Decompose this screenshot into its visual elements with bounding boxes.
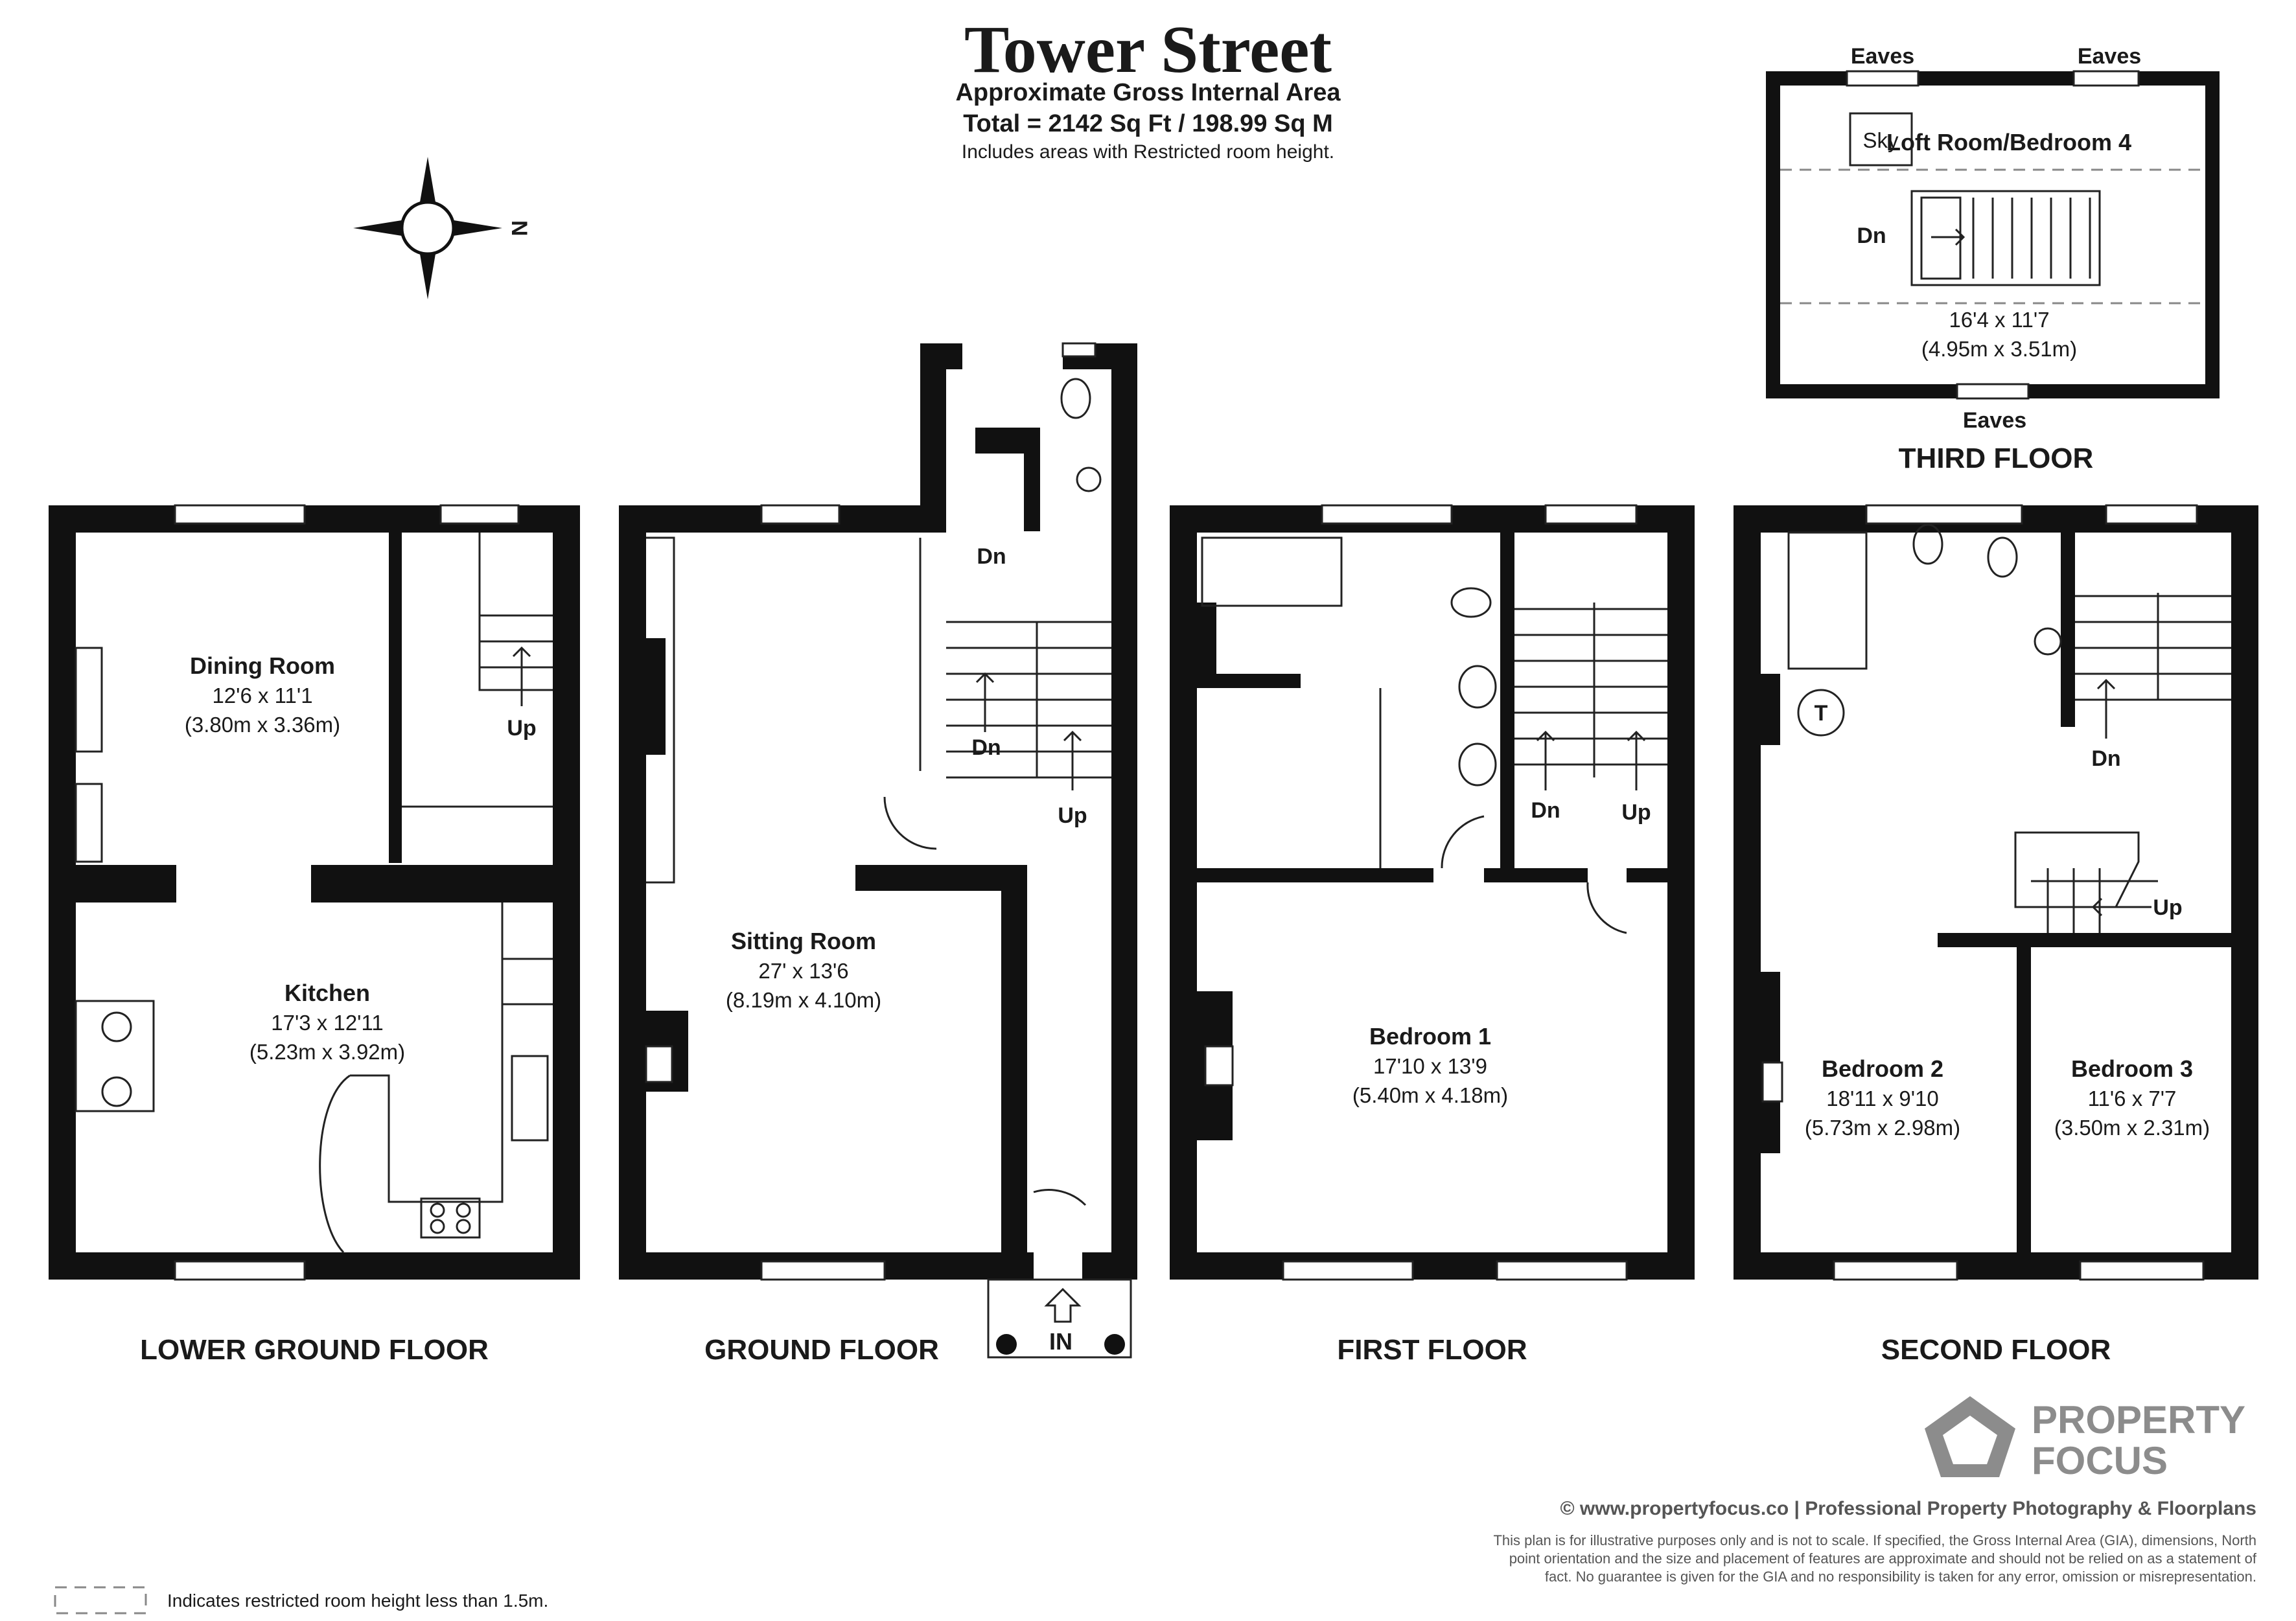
- tank-label: T: [1815, 701, 1828, 726]
- bedroom-3-name: Bedroom 3: [2071, 1055, 2193, 1082]
- dining-room-imperial: 12'6 x 11'1: [212, 684, 312, 707]
- loft-room-imperial: 16'4 x 11'7: [1949, 308, 2049, 332]
- restricted-height-legend: Indicates restricted room height less th…: [167, 1591, 548, 1611]
- third-floor-plan: Sky Loft Room/Bedroom 4 Dn 16'4 x 11'7 (…: [1766, 44, 2220, 433]
- footer-disclaimer-1: This plan is for illustrative purposes o…: [1493, 1532, 2256, 1548]
- bedroom-2-name: Bedroom 2: [1822, 1055, 1943, 1082]
- sf-stairs-up-label: Up: [2153, 895, 2182, 920]
- ff-stairs-dn-label: Dn: [1531, 798, 1560, 823]
- sitting-room-name: Sitting Room: [731, 928, 876, 954]
- gf-stairs-dn-label-top: Dn: [977, 544, 1006, 569]
- eaves-label-top-left: Eaves: [1851, 44, 1914, 69]
- compass-rose-icon: N: [353, 157, 531, 299]
- bedroom-1-name: Bedroom 1: [1369, 1023, 1491, 1050]
- sitting-room-metric: (8.19m x 4.10m): [726, 988, 881, 1012]
- footer-disclaimer-3: fact. No guarantee is given for the GIA …: [1545, 1569, 2256, 1585]
- sitting-room-imperial: 27' x 13'6: [758, 959, 848, 983]
- plan-total-area: Total = 2142 Sq Ft / 198.99 Sq M: [963, 110, 1333, 137]
- plan-title: Tower Street: [964, 12, 1332, 87]
- skylight-label: Sky: [1862, 128, 1899, 152]
- footer-disclaimer-2: point orientation and the size and place…: [1509, 1550, 2257, 1567]
- bedroom-1-metric: (5.40m x 4.18m): [1352, 1083, 1508, 1107]
- tf-stairs-dn-label: Dn: [1857, 224, 1886, 248]
- kitchen-metric: (5.23m x 3.92m): [249, 1040, 405, 1064]
- brand-line-1: PROPERTY: [2032, 1398, 2245, 1442]
- eaves-label-bottom: Eaves: [1963, 408, 2026, 433]
- second-floor-plan: T Bedroom 2 18'11 x 9'10 (5.73m x 2.98m)…: [1734, 504, 2258, 1281]
- bedroom-3-metric: (3.50m x 2.31m): [2054, 1116, 2210, 1140]
- compass-north-label: N: [507, 220, 531, 236]
- lg-stairs-up-label: Up: [507, 716, 536, 741]
- bedroom-2-imperial: 18'11 x 9'10: [1826, 1086, 1938, 1110]
- lower-ground-floor-label: LOWER GROUND FLOOR: [140, 1334, 489, 1366]
- kitchen-imperial: 17'3 x 12'11: [271, 1011, 383, 1035]
- first-floor-plan: Bedroom 1 17'10 x 13'9 (5.40m x 4.18m) D…: [1170, 504, 1695, 1281]
- sf-stairs-dn-label: Dn: [2091, 746, 2120, 771]
- kitchen-name: Kitchen: [284, 980, 370, 1006]
- loft-room-metric: (4.95m x 3.51m): [1921, 337, 2077, 361]
- second-floor-label: SECOND FLOOR: [1881, 1334, 2111, 1366]
- eaves-label-top-right: Eaves: [2078, 44, 2141, 69]
- property-focus-logo-icon: PROPERTY FOCUS: [1925, 1396, 2245, 1482]
- brand-line-2: FOCUS: [2032, 1439, 2168, 1482]
- dining-room-name: Dining Room: [190, 652, 335, 679]
- first-floor-label: FIRST FLOOR: [1337, 1334, 1527, 1366]
- dining-room-metric: (3.80m x 3.36m): [185, 713, 340, 737]
- bedroom-3-imperial: 11'6 x 7'7: [2088, 1086, 2177, 1110]
- bedroom-1-imperial: 17'10 x 13'9: [1373, 1054, 1487, 1078]
- ground-floor-label: GROUND FLOOR: [704, 1334, 939, 1366]
- footer-credit: © www.propertyfocus.co | Professional Pr…: [1560, 1498, 2256, 1519]
- ground-floor-plan: Sitting Room 27' x 13'6 (8.19m x 4.10m) …: [619, 342, 1137, 1359]
- entrance-in-label: IN: [1049, 1328, 1073, 1355]
- third-floor-label: THIRD FLOOR: [1899, 443, 2094, 474]
- loft-room-name: Loft Room/Bedroom 4: [1886, 129, 2131, 155]
- gf-stairs-dn-label: Dn: [971, 735, 1001, 760]
- lower-ground-floor-plan: Dining Room 12'6 x 11'1 (3.80m x 3.36m) …: [49, 504, 580, 1281]
- restricted-height-legend-swatch: [54, 1586, 147, 1615]
- gf-stairs-up-label: Up: [1058, 803, 1087, 828]
- ff-stairs-up-label: Up: [1621, 800, 1651, 825]
- plan-subtitle: Approximate Gross Internal Area: [955, 79, 1341, 106]
- bedroom-2-metric: (5.73m x 2.98m): [1805, 1116, 1960, 1140]
- plan-note: Includes areas with Restricted room heig…: [961, 141, 1335, 163]
